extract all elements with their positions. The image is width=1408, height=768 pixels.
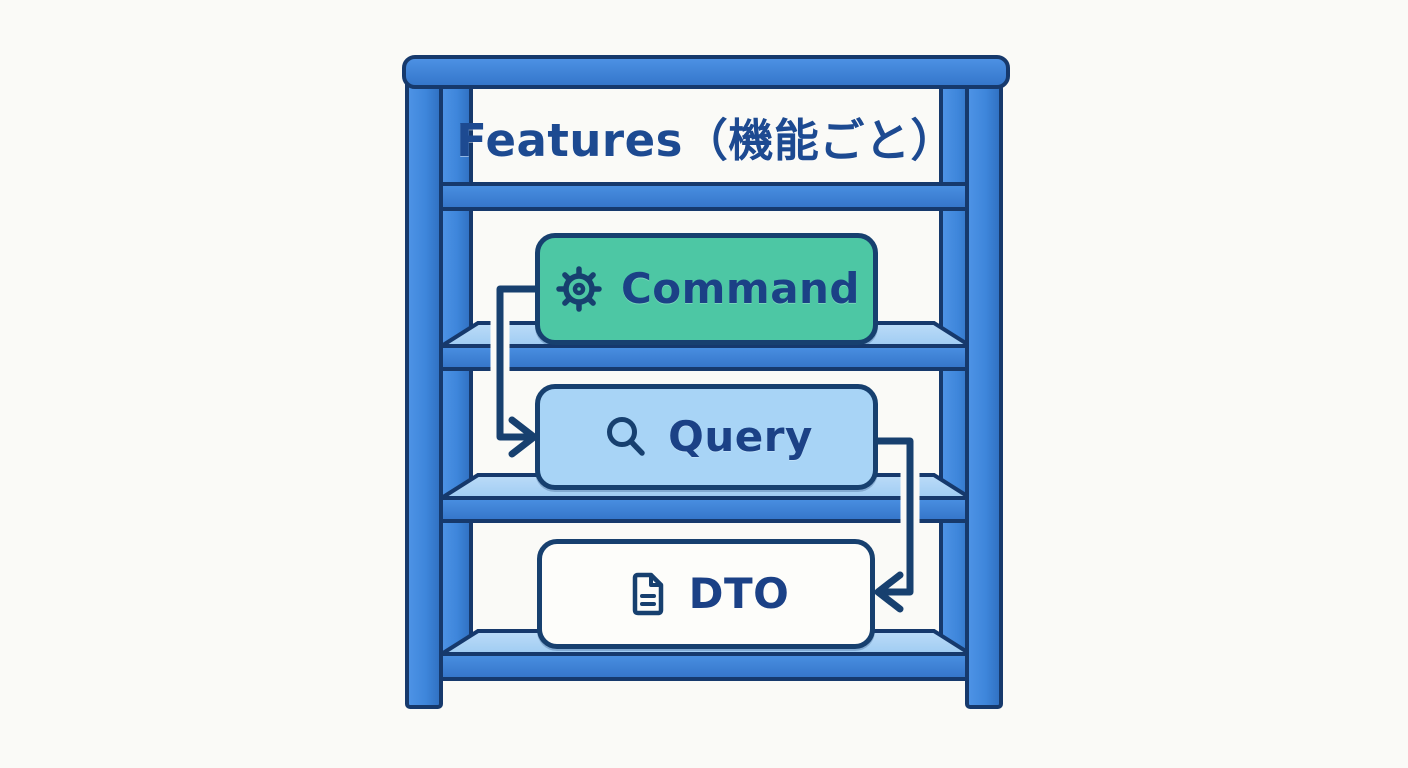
arrow-command-to-query [496,285,539,458]
arrowhead-right-icon [508,416,538,458]
shelf-rail-title [435,182,977,211]
diagram-title: Features（機能ごと） [456,113,956,167]
arrow-query-to-dto [873,437,914,613]
outer-post-right [965,60,1003,709]
query-box: Query [535,384,878,490]
outer-post-left [405,60,443,709]
search-icon [607,417,645,456]
dto-label: DTO [688,569,790,618]
shelf-rail-3 [435,652,977,681]
document-icon [632,572,663,616]
dto-box: DTO [537,539,875,649]
command-label: Command [620,264,860,313]
query-label: Query [668,412,813,461]
arrowhead-left-icon [874,571,904,613]
top-beam [402,55,1010,89]
gear-icon [556,266,602,312]
shelf-rail-1 [435,344,977,371]
shelf-rail-2 [435,496,977,523]
command-box: Command [535,233,878,345]
